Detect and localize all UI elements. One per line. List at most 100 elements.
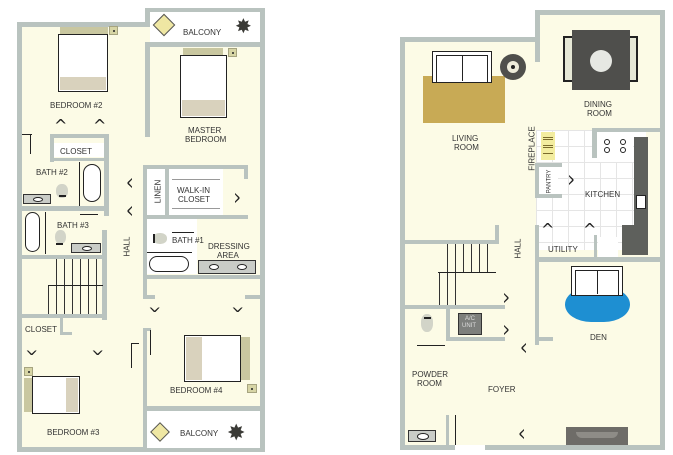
wall: [143, 406, 260, 411]
wall: [405, 240, 499, 244]
sink-icon: [71, 243, 101, 253]
door-line: [30, 134, 31, 154]
stair-step: [487, 244, 488, 272]
wall: [143, 275, 260, 279]
wall: [535, 257, 660, 262]
upper-notch: [17, 0, 147, 22]
wall: [143, 279, 147, 297]
master-bedroom-label-1: MASTER: [188, 126, 222, 135]
door-swing: ^: [25, 339, 39, 358]
bed-blanket: [186, 337, 202, 380]
door-swing: ^: [492, 291, 512, 305]
wall: [535, 225, 539, 345]
wall: [143, 165, 147, 297]
bedroom4-label: BEDROOM #4: [170, 386, 223, 395]
walkin-closet: [169, 169, 223, 215]
stair-step: [471, 244, 472, 272]
door-swing: ^: [557, 173, 577, 187]
closet-top: [54, 143, 104, 157]
door-swing: ^: [492, 323, 512, 337]
wall: [535, 337, 553, 341]
bed-blanket: [60, 77, 106, 90]
wall-line: [79, 162, 80, 206]
lamp-icon: [500, 54, 526, 80]
door-line: [80, 214, 98, 215]
wall: [446, 415, 449, 445]
bathtub-icon: [25, 212, 40, 252]
door-swing: ^: [124, 176, 144, 190]
walkin-label-2: CLOSET: [178, 195, 211, 204]
wall: [592, 128, 660, 132]
dressing-label-2: AREA: [217, 251, 239, 260]
nightstand-icon: [109, 26, 118, 35]
wall: [102, 230, 107, 320]
nightstand-icon: [228, 48, 237, 57]
wall: [145, 42, 265, 47]
wall: [50, 134, 108, 138]
master-bedroom-label-2: BEDROOM: [185, 135, 227, 144]
door-swing: ^: [54, 116, 68, 135]
nightstand-icon: [247, 384, 257, 393]
bath1-label: BATH #1: [172, 236, 204, 245]
dining-chair-left: [563, 36, 572, 82]
bedroom3-label: BEDROOM #3: [47, 428, 100, 437]
utility-label: UTILITY: [548, 245, 578, 254]
door-swing: ^: [148, 296, 162, 315]
den-label: DEN: [590, 333, 607, 342]
stair-landing: [48, 285, 103, 286]
wall: [143, 215, 248, 219]
stair-step: [48, 285, 49, 314]
dining-label-1: DINING: [584, 100, 612, 109]
wall: [535, 163, 562, 167]
wall: [535, 194, 562, 198]
stair-step: [439, 272, 440, 306]
door-line: [131, 343, 139, 344]
balcony-top-label: BALCONY: [183, 28, 222, 37]
front-door-gap: [455, 445, 485, 455]
double-sink-icon: [198, 260, 256, 274]
toilet-seat: [59, 195, 66, 197]
closet-bottom-label: CLOSET: [25, 325, 58, 334]
gap: [486, 440, 536, 455]
fireplace-icon: [541, 132, 555, 160]
powder-label-1: POWDER: [412, 370, 448, 379]
wall: [244, 165, 248, 179]
bedroom2-label: BEDROOM #2: [50, 101, 103, 110]
sink-icon: [408, 430, 436, 442]
stair-step: [72, 259, 73, 314]
door-swing: ^: [541, 220, 555, 239]
pantry: [539, 167, 558, 194]
wall: [165, 169, 169, 215]
bed-headboard: [241, 337, 250, 380]
stair-step: [64, 259, 65, 314]
den-sofa-icon: [571, 266, 623, 296]
wall: [50, 134, 54, 162]
stair-landing: [438, 272, 496, 273]
bed-blanket: [66, 378, 78, 412]
kitchen-counter-bottom: [622, 225, 648, 255]
wall-line: [45, 212, 46, 254]
plant-icon: ✸: [235, 16, 252, 38]
stair-step: [447, 244, 448, 306]
door-swing: ^: [124, 204, 144, 218]
wall: [60, 332, 72, 335]
foyer-label: FOYER: [488, 385, 516, 394]
pantry-label: PANTRY: [546, 169, 553, 194]
door-line: [150, 330, 151, 355]
walkin-label-1: WALK-IN: [177, 186, 211, 195]
door-line: [22, 134, 32, 135]
door-swing: ^: [91, 339, 105, 358]
wall: [535, 163, 539, 197]
door-swing: ^: [223, 191, 243, 205]
wall: [145, 42, 150, 137]
door-swing: ^: [516, 427, 536, 441]
wall: [535, 37, 540, 62]
wall: [143, 328, 147, 448]
bathtub-icon: [83, 164, 101, 202]
sink-icon: [23, 194, 51, 204]
door-swing: ^: [231, 296, 245, 315]
wall: [594, 235, 597, 257]
toilet-icon: [153, 233, 167, 244]
ac-unit: [458, 313, 482, 335]
stair-step: [479, 244, 480, 272]
